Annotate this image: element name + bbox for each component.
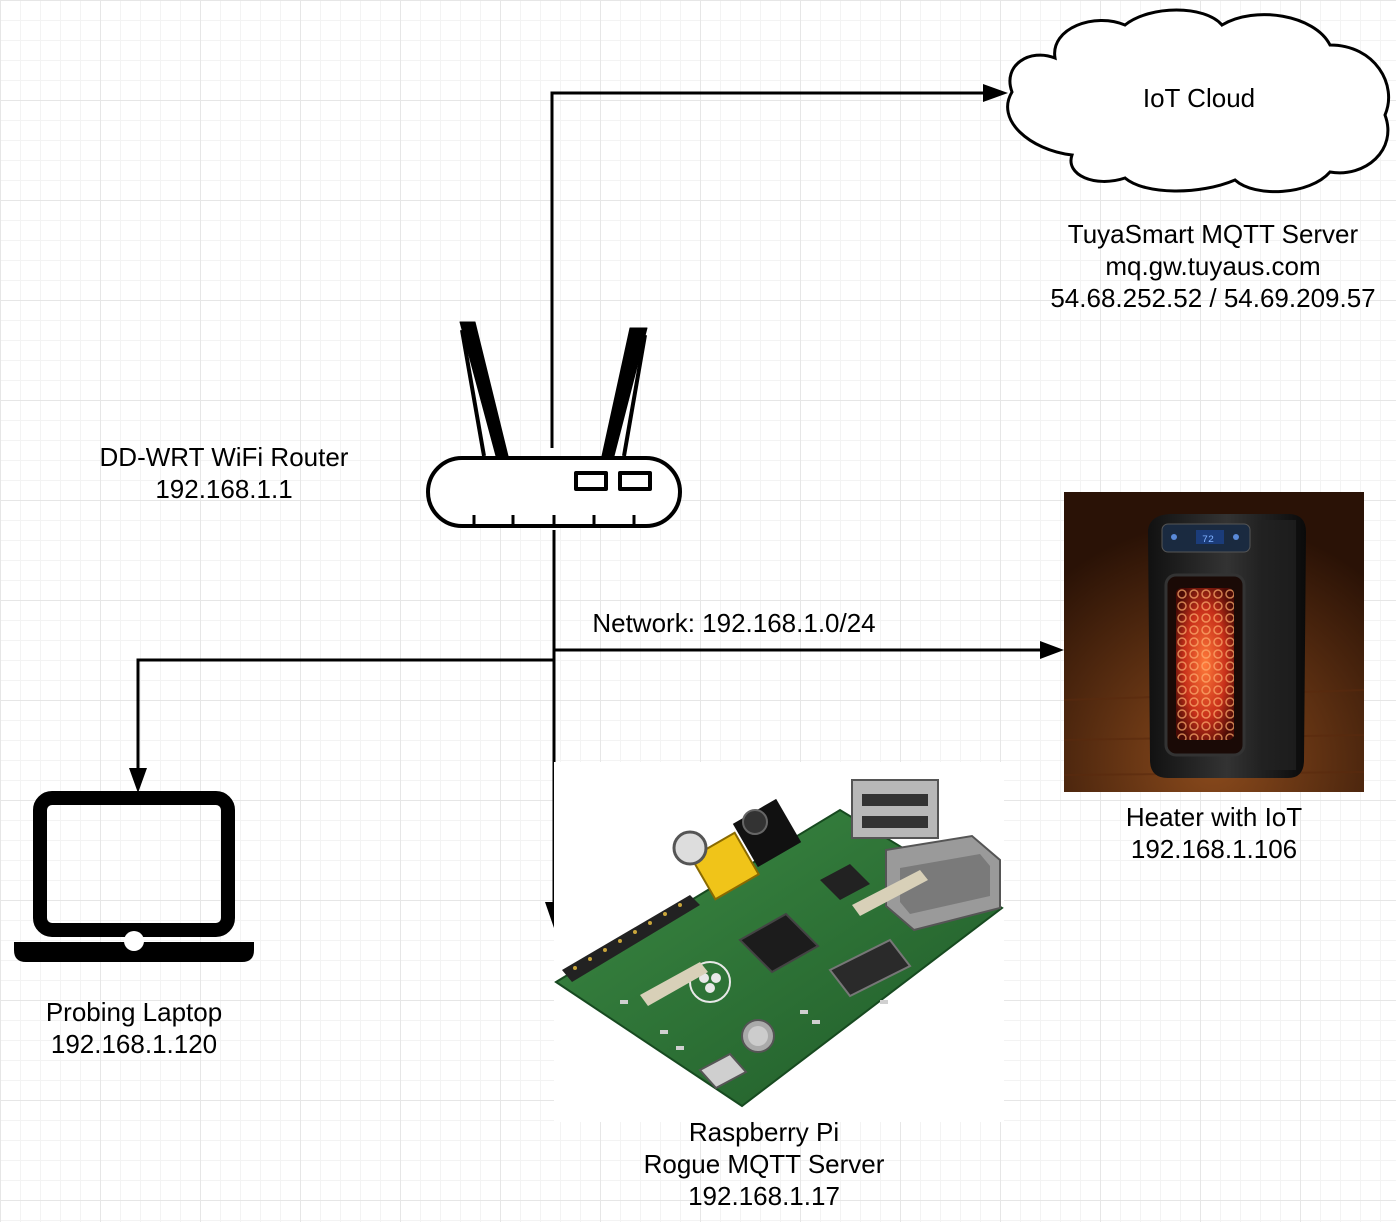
- laptop-icon: [14, 791, 254, 962]
- raspberry-pi-image: [554, 762, 1004, 1122]
- network-label: Network: 192.168.1.0/24: [580, 607, 888, 639]
- network-subnet: Network: 192.168.1.0/24: [592, 608, 876, 638]
- cloud-server-ips: 54.68.252.52 / 54.69.209.57: [1050, 283, 1376, 313]
- cloud-icon: [1006, 8, 1391, 194]
- connector-router-laptop: [136, 658, 554, 770]
- heater-name: Heater with IoT: [1125, 802, 1303, 832]
- router-label: DD-WRT WiFi Router 192.168.1.1: [74, 441, 374, 505]
- arrow-to-cloud: [983, 84, 1008, 102]
- raspberry-pi-ip: 192.168.1.17: [688, 1181, 840, 1211]
- connectors: [136, 91, 1042, 905]
- arrow-to-laptop: [129, 768, 147, 793]
- heater-ip: 192.168.1.106: [1130, 834, 1298, 864]
- router-ip: 192.168.1.1: [155, 474, 293, 504]
- svg-text:72: 72: [1202, 535, 1214, 546]
- raspberry-pi-role: Rogue MQTT Server: [643, 1149, 885, 1179]
- cloud-server-host: mq.gw.tuyaus.com: [1105, 251, 1321, 281]
- cloud-server-label: TuyaSmart MQTT Server mq.gw.tuyaus.com 5…: [1030, 218, 1396, 314]
- laptop-ip: 192.168.1.120: [50, 1029, 218, 1059]
- connector-router-cloud: [550, 91, 985, 448]
- router-icon: [426, 321, 682, 528]
- heater-image: 72: [1063, 492, 1365, 792]
- laptop-label: Probing Laptop 192.168.1.120: [24, 996, 244, 1060]
- cloud-title: IoT Cloud: [1142, 83, 1256, 113]
- laptop-name: Probing Laptop: [45, 997, 223, 1027]
- router-name: DD-WRT WiFi Router: [99, 442, 349, 472]
- raspberry-pi-name: Raspberry Pi: [688, 1117, 840, 1147]
- cloud-server-name: TuyaSmart MQTT Server: [1067, 219, 1359, 249]
- arrow-to-heater: [1040, 641, 1064, 659]
- heater-label: Heater with IoT 192.168.1.106: [1100, 801, 1328, 865]
- raspberry-pi-label: Raspberry Pi Rogue MQTT Server 192.168.1…: [624, 1116, 904, 1212]
- cloud-label: IoT Cloud: [1100, 82, 1298, 114]
